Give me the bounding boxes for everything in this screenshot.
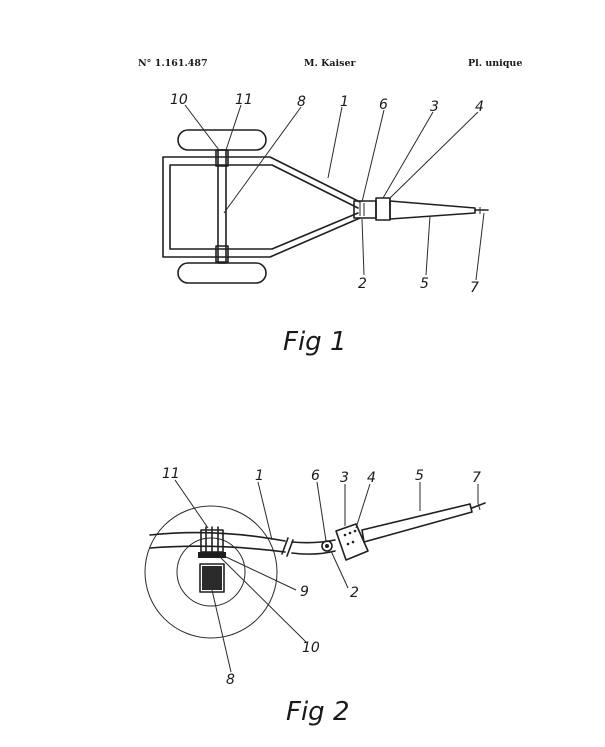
wheel-outline: [144, 505, 278, 639]
fig1-label-7: 7: [470, 280, 479, 296]
figure-2: 11 1 6 3 4 5 7 9 2 10 8 Fig 2: [144, 466, 486, 727]
plate-label: Pl. unique: [468, 58, 523, 69]
frame-outer: [162, 156, 361, 258]
clamp-plate: [198, 552, 226, 558]
axle-clamp-top: [215, 149, 229, 167]
fig1-caption: Fig 1: [283, 327, 347, 357]
patent-number: N° 1.161.487: [138, 58, 208, 69]
fig2-label-7: 7: [472, 470, 481, 486]
fig2-caption: Fig 2: [286, 697, 350, 727]
fig1-label-4: 4: [475, 99, 484, 115]
drawbar: [389, 200, 476, 220]
fig2-label-5: 5: [415, 468, 424, 484]
fig1-label-2: 2: [358, 276, 367, 292]
axle-block: [202, 566, 222, 590]
coupling-joint: [321, 540, 333, 552]
fig2-label-9: 9: [300, 584, 309, 600]
author-name: M. Kaiser: [304, 58, 356, 69]
fig1-label-6: 6: [379, 97, 388, 113]
fig1-label-10: 10: [170, 92, 188, 108]
wheel-top: [177, 129, 267, 151]
fig2-label-3: 3: [340, 470, 349, 486]
beam-bottom-left: [149, 545, 286, 553]
fig2-label-10: 10: [302, 640, 320, 656]
fig2-label-1: 1: [255, 468, 264, 484]
beam-top-left: [149, 531, 286, 542]
sheet-header: N° 1.161.487 M. Kaiser Pl. unique: [0, 58, 605, 78]
axle-clamp-bottom: [215, 245, 229, 263]
wheel-hub-circle: [176, 537, 246, 607]
beam-top-right: [291, 539, 336, 544]
fig1-label-3: 3: [430, 99, 439, 115]
fig2-label-4: 4: [367, 470, 376, 486]
fig1-label-5: 5: [420, 276, 429, 292]
coupling-plate: [375, 197, 391, 221]
wheel-bottom: [177, 262, 267, 284]
fig1-label-8: 8: [297, 94, 306, 110]
fig2-label-6: 6: [311, 468, 320, 484]
figure-1: 10 11 8 1 6 3 4 2 5 7 Fig 1: [162, 92, 489, 357]
coupling-block: [353, 200, 377, 219]
frame-inner: [169, 164, 359, 250]
fig2-label-2: 2: [350, 585, 359, 601]
coupling-bracket: [335, 523, 369, 561]
fig1-label-1: 1: [340, 94, 349, 110]
fig2-label-11: 11: [162, 466, 180, 482]
drawbar-side: [361, 503, 473, 543]
fig2-label-8: 8: [226, 672, 235, 688]
fig1-label-11: 11: [235, 92, 253, 108]
